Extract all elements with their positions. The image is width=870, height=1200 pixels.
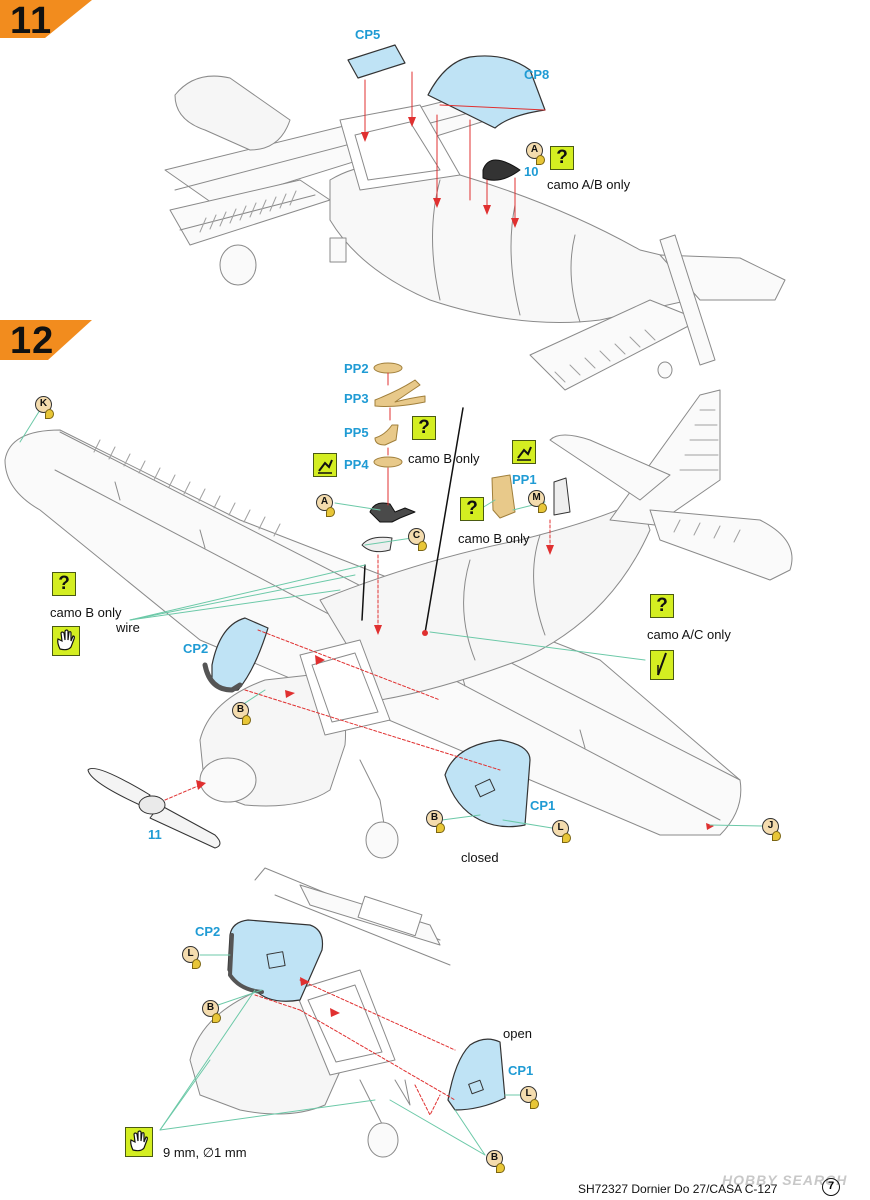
paint-ref-m: M xyxy=(528,490,547,513)
note-camo-b-2: camo B only xyxy=(458,531,530,546)
cut-icon xyxy=(650,650,674,680)
part-pp1-shape xyxy=(491,474,516,519)
paint-ref-b3: B xyxy=(202,1000,221,1023)
step-11-aircraft xyxy=(164,75,786,391)
etch-fold-icon xyxy=(318,459,333,474)
part-pp3-shape xyxy=(374,379,426,407)
question-icon-right: ? xyxy=(650,594,674,618)
paint-ref-b4: B xyxy=(486,1150,505,1173)
note-closed: closed xyxy=(461,850,499,865)
label-cp5: CP5 xyxy=(355,27,381,42)
part-10-shape xyxy=(482,159,521,181)
paint-ref-l2: L xyxy=(182,946,201,969)
question-icon-left: ? xyxy=(52,572,76,596)
question-icon-pp1: ? xyxy=(460,497,484,521)
note-dimensions: 9 mm, ∅1 mm xyxy=(163,1145,247,1160)
hand-glyph xyxy=(57,629,75,651)
detail-aircraft xyxy=(189,867,451,1158)
part-m-fin xyxy=(553,477,571,516)
label-cp2-open: CP2 xyxy=(195,924,221,939)
question-icon-pp5: ? xyxy=(412,416,436,440)
note-camo-ab: camo A/B only xyxy=(547,177,631,192)
label-pp4: PP4 xyxy=(344,457,369,472)
label-propeller-11: 11 xyxy=(148,827,162,842)
label-cp1-open: CP1 xyxy=(508,1063,534,1078)
paint-ref-l3: L xyxy=(520,1086,539,1109)
paint-ref-b2: B xyxy=(426,810,445,833)
part-c-base xyxy=(361,536,393,553)
watermark: HOBBY SEARCH xyxy=(722,1172,848,1188)
step-11-banner xyxy=(0,0,92,38)
hand-glyph xyxy=(130,1130,148,1152)
note-wire: wire xyxy=(116,620,140,635)
note-open: open xyxy=(503,1026,532,1041)
footer-code: SH72327 Dornier Do 27/CASA C-127 xyxy=(578,1182,778,1196)
part-cp1-shape-open xyxy=(447,1038,506,1111)
paint-ref-k: K xyxy=(35,396,54,419)
question-icon-11: ? xyxy=(550,146,574,170)
etch-fold-icon xyxy=(517,446,532,461)
part-pp5-shape xyxy=(374,424,399,446)
paint-ref-j: J xyxy=(762,818,781,841)
step-12-banner xyxy=(0,320,92,360)
part-cp1-shape-closed xyxy=(444,739,531,828)
hand-icon-dims xyxy=(125,1127,153,1157)
part-cp5-shape xyxy=(347,44,406,79)
part-pp4-shape xyxy=(373,456,403,468)
note-camo-ac: camo A/C only xyxy=(647,627,731,642)
label-cp1-closed: CP1 xyxy=(530,798,556,813)
note-camo-b-3: camo B only xyxy=(50,605,122,620)
step-number-12: 12 xyxy=(10,320,55,362)
etch-bend-icon-1 xyxy=(313,453,337,477)
paint-ref-l1: L xyxy=(552,820,571,843)
label-pp3: PP3 xyxy=(344,391,369,406)
part-11-propeller xyxy=(87,767,221,849)
etched-parts xyxy=(373,362,516,519)
step-number-11: 11 xyxy=(10,0,53,42)
hand-icon-wire xyxy=(52,626,80,656)
paint-ref-a2: A xyxy=(316,494,335,517)
part-cp8-shape xyxy=(427,55,546,129)
label-part-10: 10 xyxy=(524,164,539,179)
paint-ref-a1: A xyxy=(526,142,545,165)
label-cp8: CP8 xyxy=(524,67,550,82)
label-cp2-closed: CP2 xyxy=(183,641,209,656)
antenna-wire xyxy=(424,407,464,634)
note-camo-b-1: camo B only xyxy=(408,451,480,466)
etch-bend-icon-2 xyxy=(512,440,536,464)
part-pp2-shape xyxy=(373,362,403,374)
paint-ref-c: C xyxy=(408,528,427,551)
label-pp5: PP5 xyxy=(344,425,369,440)
paint-ref-b1: B xyxy=(232,702,251,725)
page-number: 7 xyxy=(822,1178,840,1196)
label-pp1: PP1 xyxy=(512,472,537,487)
part-a-assembly xyxy=(369,502,416,523)
cut-glyph xyxy=(657,652,667,676)
label-pp2: PP2 xyxy=(344,361,369,376)
